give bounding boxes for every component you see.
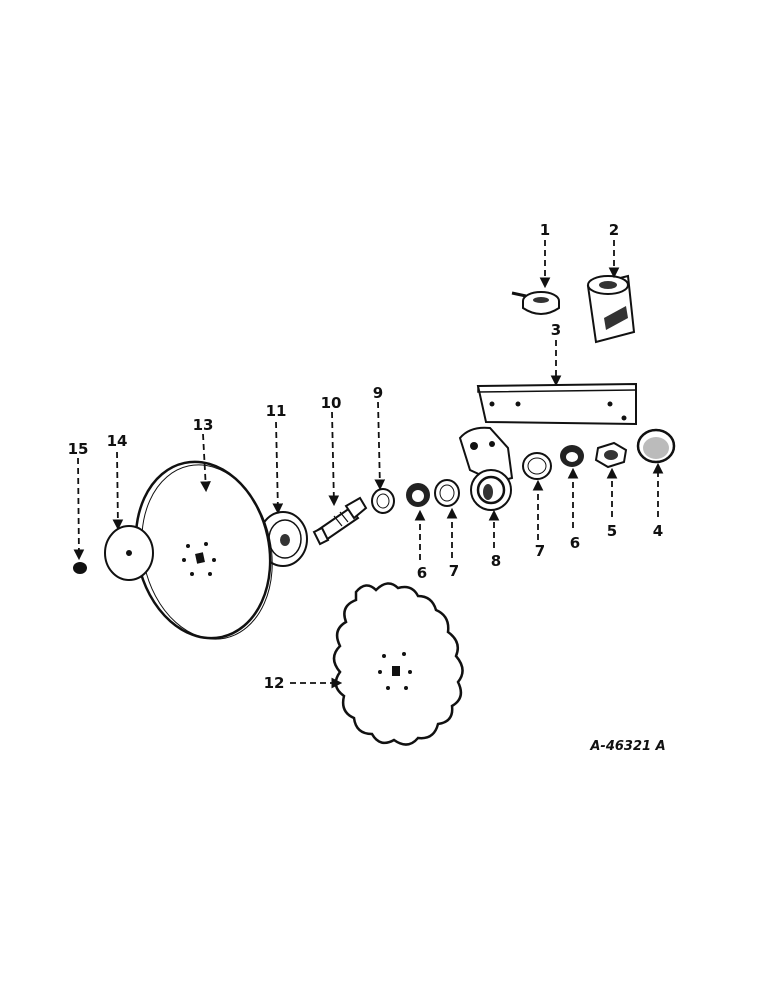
callout-12: 12 <box>264 674 285 692</box>
part-14-spacer-disk <box>104 525 154 581</box>
callout-14: 14 <box>107 432 128 450</box>
callout-5: 5 <box>607 522 617 540</box>
part-10-spindle <box>312 496 368 546</box>
callout-7-right: 7 <box>535 542 545 560</box>
callout-1: 1 <box>540 221 550 239</box>
part-15-nut <box>73 562 87 574</box>
part-1-clamp <box>511 291 560 315</box>
part-13-plain-disk <box>134 460 273 640</box>
leader-11 <box>272 421 284 515</box>
leader-14 <box>112 451 124 531</box>
callout-4: 4 <box>653 522 663 540</box>
callout-2: 2 <box>609 221 619 239</box>
figure-reference-code: A-46321 A <box>589 739 665 754</box>
part-6-seal-right <box>560 445 584 467</box>
callout-15: 15 <box>68 440 89 458</box>
part-9-washer <box>371 488 395 514</box>
part-7-ring-left <box>434 479 460 507</box>
callout-8: 8 <box>491 552 501 570</box>
callout-13: 13 <box>193 416 214 434</box>
leader-15 <box>73 457 85 561</box>
callout-3: 3 <box>551 321 561 339</box>
part-7-ring-right <box>522 452 552 480</box>
part-6-seal-left <box>406 483 430 507</box>
part-5-nut <box>594 441 628 469</box>
part-3-flat-bar <box>476 382 637 426</box>
part-4-cap <box>636 428 676 464</box>
part-12-notched-disk <box>332 582 464 746</box>
leader-9 <box>374 401 386 491</box>
callout-6-left: 6 <box>417 564 427 582</box>
callout-11: 11 <box>266 402 287 420</box>
callout-10: 10 <box>321 394 342 412</box>
part-8-bearing-housing <box>458 426 514 511</box>
callout-7-left: 7 <box>449 562 459 580</box>
part-2-bracket <box>586 274 636 344</box>
callout-6-right: 6 <box>570 534 580 552</box>
leader-10 <box>328 411 340 507</box>
callout-9: 9 <box>373 384 383 402</box>
